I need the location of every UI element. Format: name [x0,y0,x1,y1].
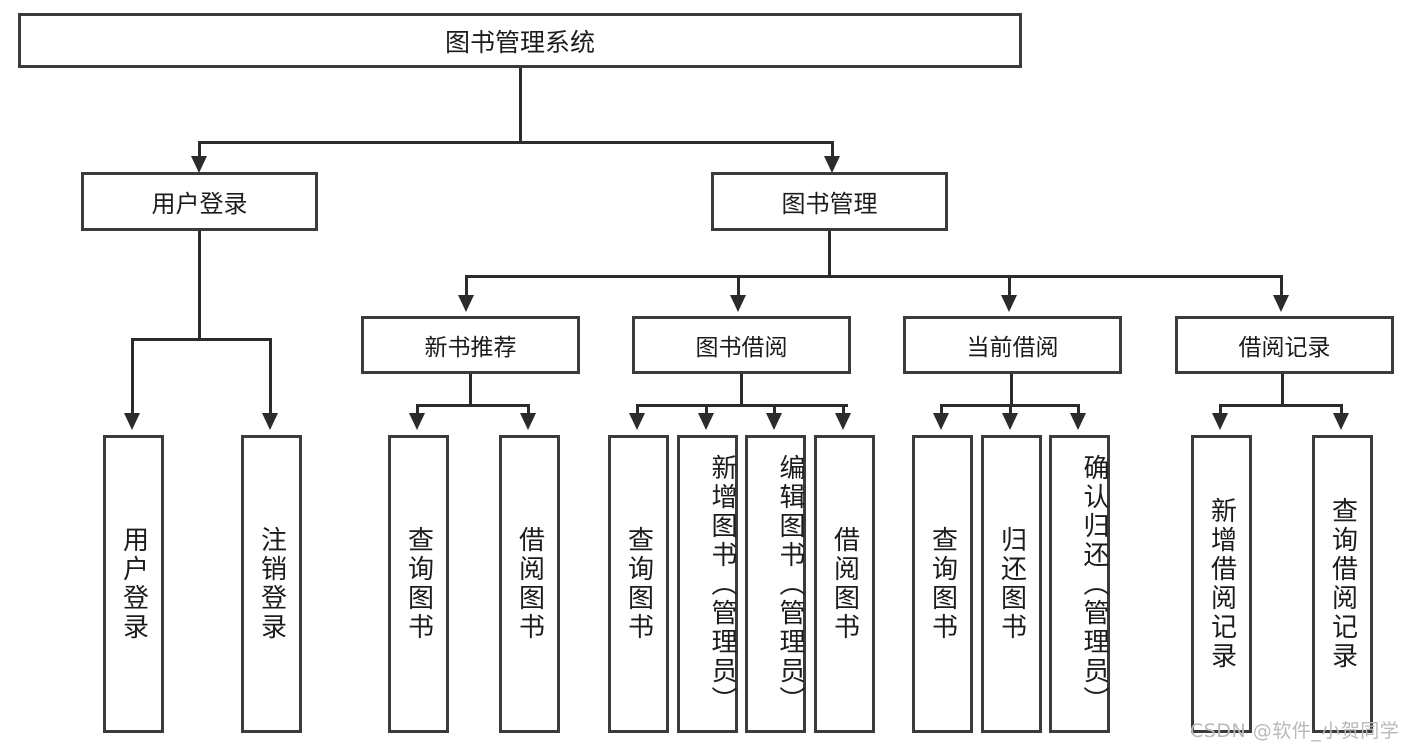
node-label: 新增借阅记录 [1206,497,1237,671]
edge-cb-to-leaf-1 [940,404,943,416]
arrowhead-cb-leaf-3 [1070,413,1086,430]
node-book-borrow[interactable]: 图书借阅 [632,316,851,374]
arrowhead-nbr-leaf-1 [409,413,425,430]
node-new-book-recommend[interactable]: 新书推荐 [361,316,580,374]
node-label: 新增图书（管理员） [707,453,737,715]
edge-user-login-to-leaf-2 [269,338,272,416]
node-label: 借阅图书 [829,526,860,642]
node-label: 用户登录 [118,526,149,642]
edge-nbr-to-leaf-2 [527,404,530,416]
edge-br-to-leaf-2 [1340,404,1343,416]
leaf-current-borrow-confirm-return-admin[interactable]: 确认归还（管理员） [1049,435,1110,733]
arrowhead-user-login-leaf-1 [124,413,140,430]
leaf-current-borrow-query-book[interactable]: 查询图书 [912,435,973,733]
leaf-book-borrow-query-book[interactable]: 查询图书 [608,435,669,733]
node-label: 借阅图书 [514,526,545,642]
edge-cb-to-leaf-2 [1009,404,1012,416]
arrowhead-new-book-recommend [458,295,474,312]
leaf-borrow-record-query-record[interactable]: 查询借阅记录 [1312,435,1373,733]
edge-bb-to-leaf-1 [636,404,639,416]
leaf-current-borrow-return-book[interactable]: 归还图书 [981,435,1042,733]
edge-bb-to-leaf-3 [773,404,776,416]
edge-borrow-record-bus [1219,404,1343,407]
arrowhead-to-user-login [191,156,207,173]
node-label: 查询图书 [403,526,434,642]
leaf-user-login-logout[interactable]: 注销登录 [241,435,302,733]
node-label: 确认归还（管理员） [1079,453,1109,715]
node-book-management[interactable]: 图书管理 [711,172,948,231]
arrowhead-bb-leaf-4 [835,413,851,430]
edge-to-book-borrow [737,275,740,298]
node-label: 编辑图书（管理员） [775,453,805,715]
arrowhead-br-leaf-2 [1333,413,1349,430]
node-current-borrow[interactable]: 当前借阅 [903,316,1122,374]
edge-bb-to-leaf-4 [842,404,845,416]
arrowhead-current-borrow [1001,295,1017,312]
arrowhead-bb-leaf-2 [698,413,714,430]
edge-bb-to-leaf-2 [705,404,708,416]
arrowhead-user-login-leaf-2 [262,413,278,430]
edge-book-borrow-stem [740,374,743,407]
leaf-book-borrow-add-book-admin[interactable]: 新增图书（管理员） [677,435,738,733]
node-label: 当前借阅 [966,335,1059,361]
edge-to-current-borrow [1008,275,1011,298]
arrowhead-cb-leaf-1 [933,413,949,430]
edge-nbr-to-leaf-1 [416,404,419,416]
arrowhead-borrow-record [1273,295,1289,312]
edge-book-management-stem [828,231,831,278]
node-label: 查询借阅记录 [1327,497,1358,671]
edge-book-management-bus [465,275,1283,278]
node-label: 查询图书 [927,526,958,642]
edge-current-borrow-stem [1010,374,1013,407]
node-user-login[interactable]: 用户登录 [81,172,318,231]
edge-root-to-book-management [831,141,834,159]
node-label: 新书推荐 [424,335,517,361]
node-label: 图书管理 [781,190,878,218]
node-label: 归还图书 [996,526,1027,642]
edge-root-bus [198,141,832,144]
leaf-user-login-user-login[interactable]: 用户登录 [103,435,164,733]
arrowhead-bb-leaf-3 [766,413,782,430]
edge-new-book-recommend-stem [469,374,472,407]
leaf-book-borrow-edit-book-admin[interactable]: 编辑图书（管理员） [745,435,806,733]
edge-user-login-to-leaf-1 [131,338,134,416]
arrowhead-nbr-leaf-2 [520,413,536,430]
node-label: 图书借阅 [695,335,788,361]
node-borrow-record[interactable]: 借阅记录 [1175,316,1394,374]
node-label: 借阅记录 [1238,335,1331,361]
edge-user-login-stem [198,231,201,341]
arrowhead-to-book-management [824,156,840,173]
edge-borrow-record-stem [1281,374,1284,407]
leaf-new-book-recommend-borrow-book[interactable]: 借阅图书 [499,435,560,733]
edge-to-new-book-recommend [465,275,468,298]
arrowhead-bb-leaf-1 [629,413,645,430]
arrowhead-cb-leaf-2 [1002,413,1018,430]
arrowhead-br-leaf-1 [1212,413,1228,430]
node-label: 用户登录 [151,190,248,218]
leaf-borrow-record-add-record[interactable]: 新增借阅记录 [1191,435,1252,733]
node-label: 查询图书 [623,526,654,642]
edge-book-borrow-bus [636,404,848,407]
edge-root-stem [519,68,522,143]
node-root-book-management-system[interactable]: 图书管理系统 [18,13,1022,68]
arrowhead-book-borrow [730,295,746,312]
csdn-watermark: CSDN @软件_小贺同学 [1190,720,1400,742]
node-label: 图书管理系统 [444,27,595,57]
node-label: 注销登录 [256,526,287,642]
leaf-new-book-recommend-query-book[interactable]: 查询图书 [388,435,449,733]
leaf-book-borrow-borrow-book[interactable]: 借阅图书 [814,435,875,733]
edge-cb-to-leaf-3 [1077,404,1080,416]
edge-br-to-leaf-1 [1219,404,1222,416]
edge-new-book-recommend-bus [416,404,530,407]
edge-user-login-bus [131,338,271,341]
edge-root-to-user-login [198,141,201,159]
edge-to-borrow-record [1280,275,1283,298]
